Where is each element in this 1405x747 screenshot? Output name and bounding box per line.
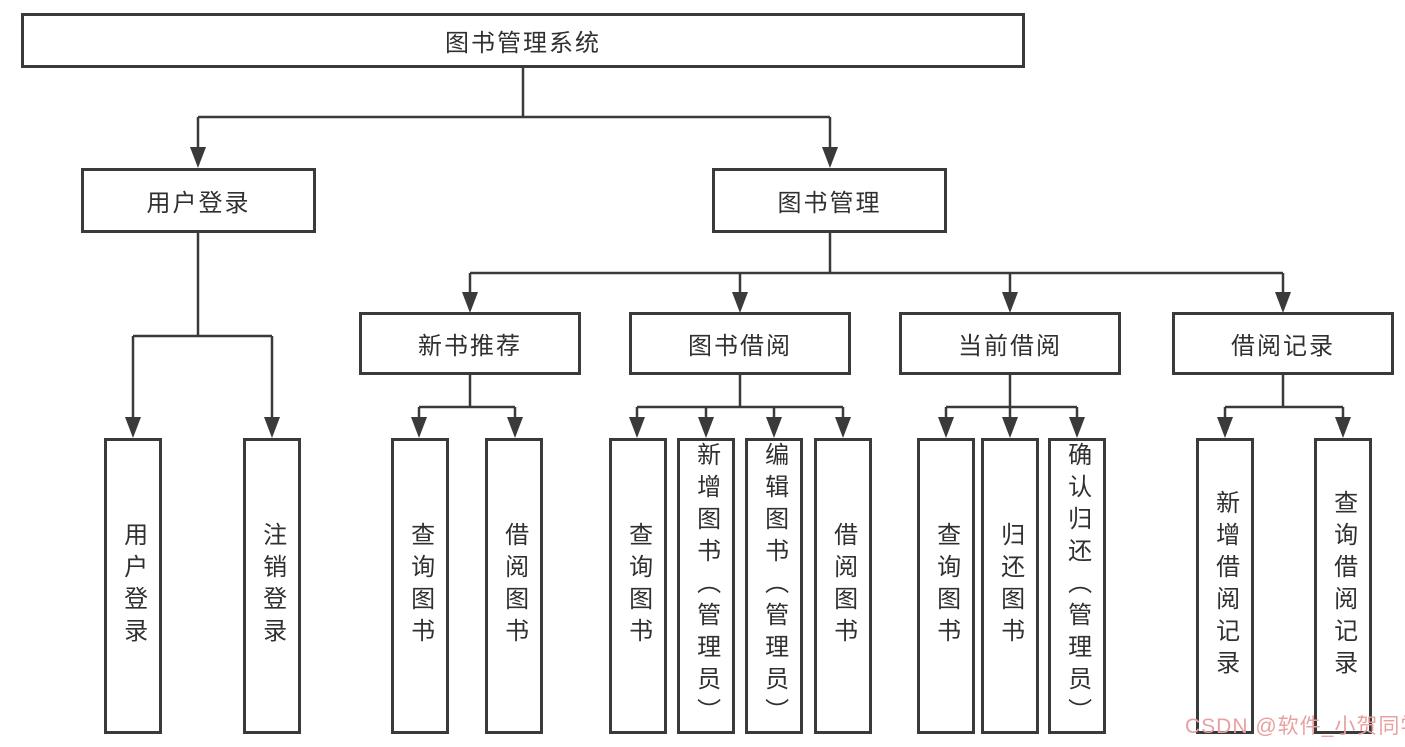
- node-user-login-label: 用户登录: [146, 190, 251, 217]
- connector-userlogin-to-leaves: [131, 233, 274, 420]
- arrow-down-icon: [1002, 417, 1018, 438]
- arrow-down-icon: [1069, 417, 1085, 438]
- arrow-down-icon: [507, 417, 523, 438]
- node-user-login: 用户登录: [81, 168, 316, 233]
- connector-borrowrecord-to-leaves: [1223, 375, 1345, 420]
- leaf-logout-label: 注销登录: [258, 522, 286, 650]
- node-book-borrowing: 图书借阅: [629, 312, 851, 375]
- leaf-logout: 注销登录: [243, 438, 301, 734]
- arrow-down-icon: [629, 417, 645, 438]
- node-borrowing-records-label: 借阅记录: [1231, 333, 1335, 360]
- leaf-edit-books-admin-label: 编辑图书（管理员）: [760, 442, 788, 730]
- leaf-return-books: 归还图书: [981, 438, 1039, 734]
- leaf-borrow-books-newbook: 借阅图书: [485, 438, 543, 734]
- leaf-borrow-books: 借阅图书: [814, 438, 872, 734]
- arrow-down-icon: [190, 147, 206, 168]
- node-root-label: 图书管理系统: [445, 30, 601, 57]
- connector-newbook-to-leaves: [417, 375, 517, 420]
- arrow-down-icon: [1335, 417, 1351, 438]
- leaf-query-books-borrow-label: 查询图书: [624, 522, 652, 650]
- leaf-add-books-admin: 新增图书（管理员）: [677, 438, 735, 734]
- arrow-down-icon: [698, 417, 714, 438]
- connector-currentborrow-to-leaves: [944, 375, 1079, 420]
- arrow-down-icon: [766, 417, 782, 438]
- leaf-query-books-borrow: 查询图书: [609, 438, 667, 734]
- arrow-down-icon: [1217, 417, 1233, 438]
- leaf-borrow-books-label: 借阅图书: [829, 522, 857, 650]
- leaf-add-books-admin-label: 新增图书（管理员）: [692, 442, 720, 730]
- leaf-query-borrow-record-label: 查询借阅记录: [1329, 490, 1357, 682]
- arrow-down-icon: [264, 417, 280, 438]
- arrow-down-icon: [732, 292, 748, 313]
- node-current-borrowing: 当前借阅: [899, 312, 1121, 375]
- csdn-watermark: CSDN @软件_小贺同学: [1185, 715, 1405, 738]
- arrow-down-icon: [125, 417, 141, 438]
- connector-bookborrow-to-leaves: [635, 375, 845, 420]
- leaf-add-borrow-record: 新增借阅记录: [1196, 438, 1254, 734]
- arrow-down-icon: [822, 147, 838, 168]
- leaf-user-login: 用户登录: [104, 438, 162, 734]
- node-new-book-recommendation-label: 新书推荐: [418, 333, 522, 360]
- leaf-query-books-newbook-label: 查询图书: [406, 522, 434, 650]
- connector-bookmgmt-to-level3: [468, 233, 1285, 295]
- leaf-return-books-label: 归还图书: [996, 522, 1024, 650]
- connector-root-to-level2: [196, 68, 832, 150]
- arrow-down-icon: [835, 417, 851, 438]
- leaf-confirm-return-admin-label: 确认归还（管理员）: [1063, 442, 1091, 730]
- arrow-down-icon: [1002, 292, 1018, 313]
- node-root: 图书管理系统: [21, 13, 1025, 68]
- arrow-down-icon: [411, 417, 427, 438]
- node-book-management: 图书管理: [712, 168, 947, 233]
- node-current-borrowing-label: 当前借阅: [958, 333, 1062, 360]
- node-book-borrowing-label: 图书借阅: [688, 333, 792, 360]
- node-book-management-label: 图书管理: [777, 190, 882, 217]
- leaf-query-books-current: 查询图书: [917, 438, 975, 734]
- leaf-query-books-current-label: 查询图书: [932, 522, 960, 650]
- leaf-query-borrow-record: 查询借阅记录: [1314, 438, 1372, 734]
- leaf-confirm-return-admin: 确认归还（管理员）: [1048, 438, 1106, 734]
- leaf-add-borrow-record-label: 新增借阅记录: [1211, 490, 1239, 682]
- arrow-down-icon: [1275, 292, 1291, 313]
- leaf-borrow-books-newbook-label: 借阅图书: [500, 522, 528, 650]
- leaf-query-books-newbook: 查询图书: [391, 438, 449, 734]
- leaf-edit-books-admin: 编辑图书（管理员）: [745, 438, 803, 734]
- arrow-down-icon: [938, 417, 954, 438]
- node-new-book-recommendation: 新书推荐: [359, 312, 581, 375]
- arrow-down-icon: [462, 292, 478, 313]
- leaf-user-login-label: 用户登录: [119, 522, 147, 650]
- node-borrowing-records: 借阅记录: [1172, 312, 1394, 375]
